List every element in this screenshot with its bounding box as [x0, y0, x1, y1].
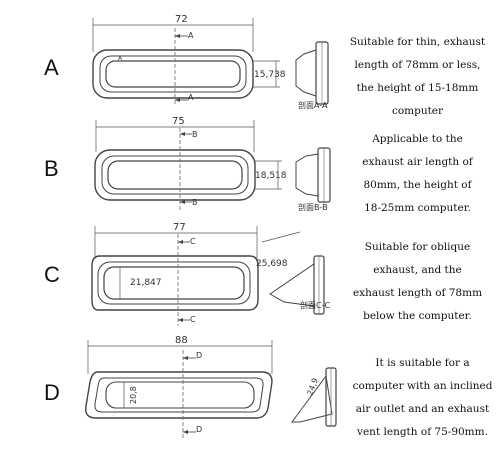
- variant-description: Suitable for oblique exhaust, and the ex…: [335, 236, 500, 328]
- section-label: 剖面C-C: [300, 300, 330, 310]
- variant-letter: A: [44, 55, 59, 80]
- description-line: vent length of 75-90mm.: [357, 426, 488, 438]
- variant-letter: C: [44, 262, 60, 287]
- height-dimension: 15,738: [254, 70, 286, 80]
- variant-a: A 72 A A A 15,738 剖面A-A Suitable for thi…: [0, 0, 500, 117]
- description-line: length of 78mm or less,: [354, 59, 481, 71]
- description-line: the height of 15-18mm: [356, 82, 479, 94]
- section-mark-bottom: D: [196, 425, 202, 434]
- variant-b-drawing: 75 B B 18,518 剖面B-B: [94, 116, 331, 212]
- width-dimension: 72: [175, 14, 188, 25]
- height-dimension: 20,8: [129, 386, 138, 404]
- width-dimension: 75: [172, 116, 185, 127]
- corner-mark: A: [118, 55, 123, 62]
- description-line: Suitable for thin, exhaust: [349, 36, 486, 48]
- section-mark-bottom: B: [192, 198, 198, 207]
- section-mark-bottom: C: [190, 315, 196, 324]
- section-mark-bottom: A: [188, 93, 194, 102]
- height-dimension: 21,847: [130, 278, 162, 288]
- angle-dimension: 25,698: [256, 259, 288, 269]
- variant-d: D 88 D D 20,8 24,9 It is suitable for a …: [0, 335, 500, 450]
- width-dimension: 77: [173, 222, 186, 233]
- variant-description: Suitable for thin, exhaust length of 78m…: [335, 31, 500, 123]
- width-dimension: 88: [175, 335, 188, 346]
- description-line: 18-25mm computer.: [364, 202, 471, 214]
- section-mark-top: D: [196, 351, 202, 360]
- variant-description: Applicable to the exhaust air length of …: [335, 128, 500, 220]
- description-line: Applicable to the: [372, 133, 463, 145]
- description-line: 80mm, the height of: [363, 179, 472, 191]
- description-line: below the computer.: [363, 310, 472, 322]
- description-line: exhaust air length of: [362, 156, 473, 168]
- variant-letter: D: [44, 380, 60, 405]
- section-label: 剖面A-A: [298, 100, 328, 110]
- section-mark-top: C: [190, 237, 196, 246]
- description-line: computer with an inclined: [352, 380, 493, 392]
- section-mark-top: A: [188, 31, 194, 40]
- variant-description: It is suitable for a computer with an in…: [340, 352, 500, 444]
- height-dimension: 18,518: [255, 171, 287, 181]
- section-mark-top: B: [192, 130, 198, 139]
- description-line: computer: [391, 105, 444, 117]
- description-line: exhaust length of 78mm: [352, 287, 483, 299]
- section-label: 剖面B-B: [298, 202, 328, 212]
- description-line: Suitable for oblique: [364, 241, 471, 253]
- description-line: air outlet and an exhaust: [355, 403, 490, 415]
- variant-c: C 77 C C 21,847 25,698 剖面C-C Suitable fo…: [0, 222, 500, 340]
- variant-b: B 75 B B 18,518 剖面B-B Applicable to the …: [0, 112, 500, 222]
- description-line: exhaust, and the: [373, 264, 462, 276]
- variant-d-drawing: 88 D D 20,8 24,9: [85, 335, 337, 438]
- description-line: It is suitable for a: [375, 357, 470, 369]
- variant-letter: B: [44, 156, 59, 181]
- variant-a-drawing: 72 A A A 15,738 剖面A-A: [92, 14, 329, 110]
- variant-c-drawing: 77 C C 21,847 25,698 剖面C-C: [91, 222, 330, 326]
